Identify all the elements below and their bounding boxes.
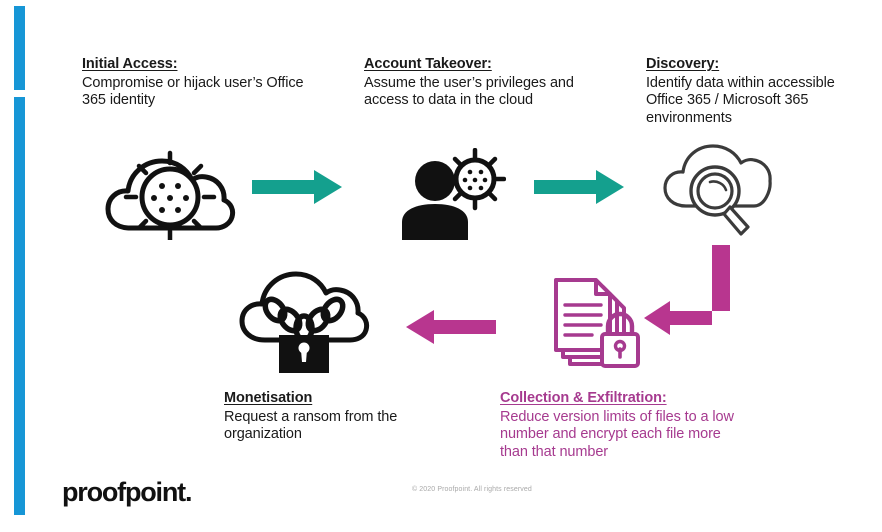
step-label-discovery: Discovery: Identify data within accessib… <box>646 56 871 127</box>
step-label-collection-exfiltration: Collection & Exfiltration: Reduce versio… <box>500 390 740 461</box>
cloud-magnifier-icon <box>660 142 772 245</box>
step-body-monetisation: Request a ransom from the organization <box>224 408 398 443</box>
arrow-collection-to-monetisation-icon <box>404 308 496 351</box>
step-heading-initial-access: Initial Access: <box>82 56 178 72</box>
step-label-account-takeover: Account Takeover: Assume the user’s priv… <box>364 56 579 110</box>
arrow-initial-to-ato-icon <box>252 168 344 211</box>
step-body-discovery: Identify data within accessible Office 3… <box>646 74 835 126</box>
step-label-monetisation: Monetisation Request a ransom from the o… <box>224 390 474 444</box>
step-heading-discovery: Discovery: <box>646 56 720 72</box>
accent-bar-main <box>14 97 25 515</box>
cloud-chain-lock-icon <box>238 262 370 379</box>
accent-bar-top <box>14 6 25 90</box>
step-body-collection-exfiltration: Reduce version limits of files to a low … <box>500 408 734 460</box>
proofpoint-logo: proofpoint. <box>62 477 192 507</box>
arrow-ato-to-discovery-icon <box>534 168 626 211</box>
cloud-virus-icon <box>104 148 236 245</box>
step-heading-account-takeover: Account Takeover: <box>364 56 492 72</box>
step-heading-monetisation: Monetisation <box>224 390 313 406</box>
documents-lock-icon <box>552 276 656 377</box>
step-heading-collection-exfiltration: Collection & Exfiltration: <box>500 390 667 406</box>
arrow-discovery-to-collection-icon <box>642 243 742 348</box>
step-body-account-takeover: Assume the user’s privileges and access … <box>364 74 574 109</box>
step-body-initial-access: Compromise or hijack user’s Office 365 i… <box>82 74 304 109</box>
person-virus-icon <box>396 147 507 245</box>
step-label-initial-access: Initial Access: Compromise or hijack use… <box>82 56 312 110</box>
copyright-text: © 2020 Proofpoint. All rights reserved <box>412 486 532 493</box>
